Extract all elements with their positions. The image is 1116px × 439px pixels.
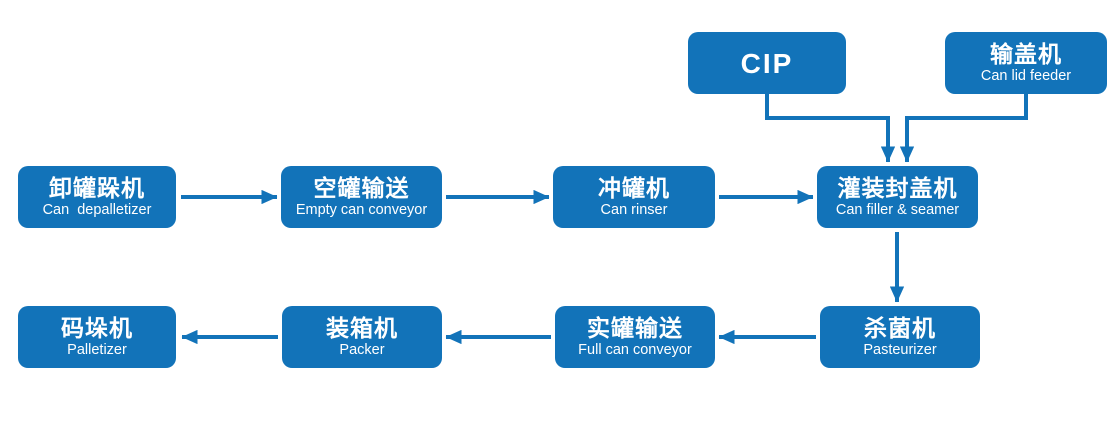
node-title: 冲罐机 bbox=[598, 175, 670, 201]
node-title: 码垛机 bbox=[61, 315, 133, 341]
node-full-can-conveyor: 实罐输送 Full can conveyor bbox=[555, 306, 715, 368]
node-subtitle: Can filler & seamer bbox=[835, 202, 960, 218]
node-subtitle: Can rinser bbox=[600, 202, 668, 218]
node-can-lid-feeder: 输盖机 Can lid feeder bbox=[945, 32, 1107, 94]
node-subtitle: Can depalletizer bbox=[42, 202, 152, 218]
node-title: 杀菌机 bbox=[864, 315, 936, 341]
node-title: 装箱机 bbox=[326, 315, 398, 341]
node-subtitle: Can lid feeder bbox=[980, 68, 1072, 84]
node-empty-can-conveyor: 空罐输送 Empty can conveyor bbox=[281, 166, 442, 228]
node-can-depalletizer: 卸罐跺机 Can depalletizer bbox=[18, 166, 176, 228]
node-title: 实罐输送 bbox=[587, 315, 683, 341]
connector-lid-feeder-to-filler bbox=[899, 94, 1028, 163]
node-subtitle: Full can conveyor bbox=[578, 342, 692, 358]
node-cip: CIP bbox=[688, 32, 846, 94]
node-can-filler-seamer: 灌装封盖机 Can filler & seamer bbox=[817, 166, 978, 228]
node-title: 空罐输送 bbox=[313, 175, 410, 201]
connector-cip-to-filler bbox=[765, 94, 896, 163]
node-title: CIP bbox=[740, 47, 794, 79]
node-can-rinser: 冲罐机 Can rinser bbox=[553, 166, 715, 228]
node-palletizer: 码垛机 Palletizer bbox=[18, 306, 176, 368]
node-subtitle: Pasteurizer bbox=[863, 342, 937, 358]
node-packer: 装箱机 Packer bbox=[282, 306, 442, 368]
node-subtitle: Packer bbox=[339, 342, 385, 358]
node-subtitle: Palletizer bbox=[67, 342, 127, 358]
node-title: 卸罐跺机 bbox=[49, 175, 145, 201]
node-pasteurizer: 杀菌机 Pasteurizer bbox=[820, 306, 980, 368]
node-title: 输盖机 bbox=[990, 41, 1062, 67]
node-title: 灌装封盖机 bbox=[837, 175, 958, 201]
node-subtitle: Empty can conveyor bbox=[295, 202, 428, 218]
